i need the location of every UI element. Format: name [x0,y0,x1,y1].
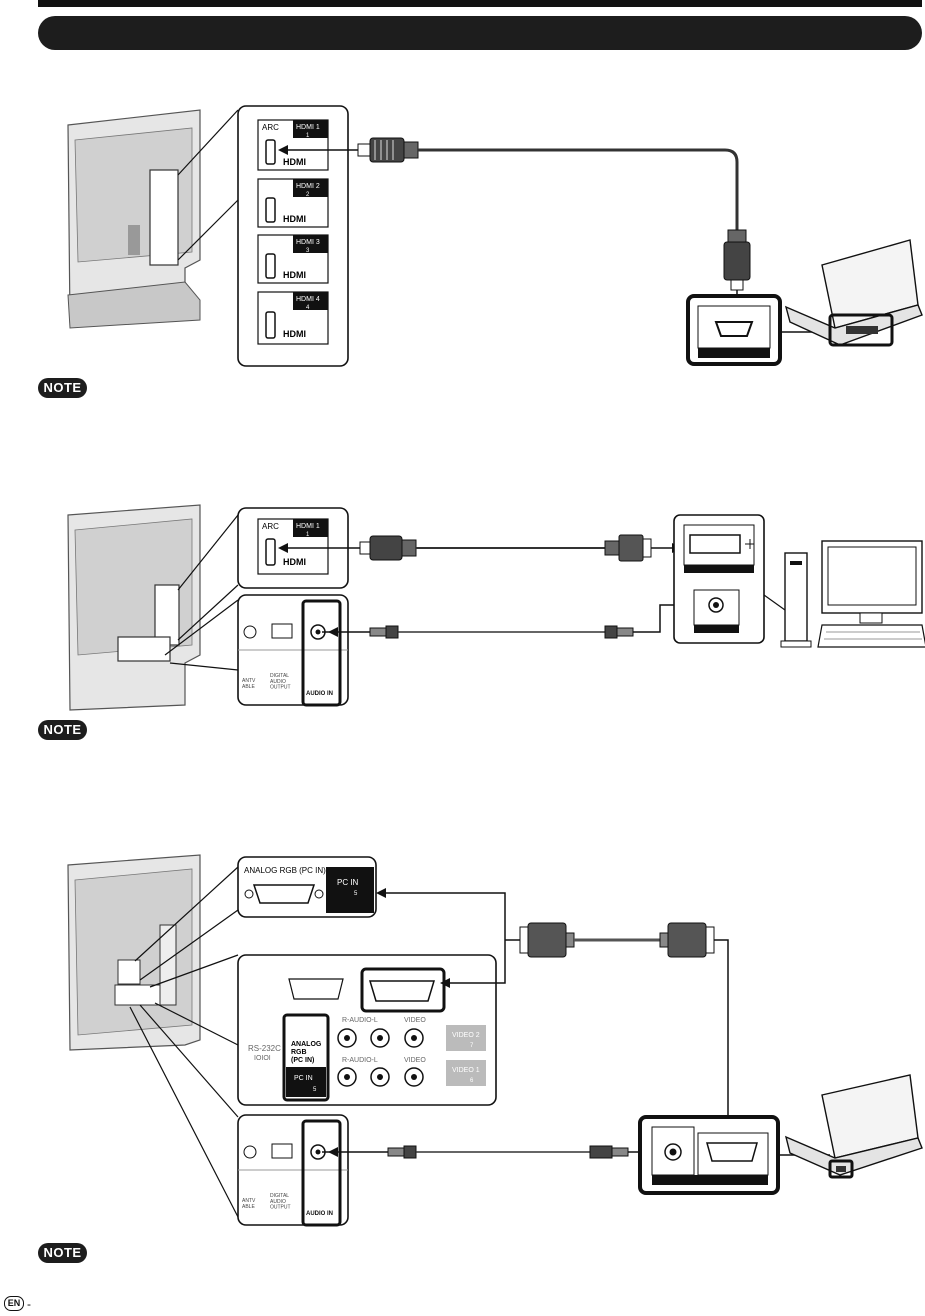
r-audio-l-label: R-AUDIO-L [342,1017,378,1024]
hdmi-port-3: HDMI 3 3 HDMI [258,235,328,283]
vga-port-icon [370,981,434,1001]
hdmi-tag: HDMI 1 [296,124,320,131]
tv-rear-panel [68,110,200,328]
hdmi-port-2: HDMI 2 2 HDMI [258,179,328,227]
hdmi-plug-icon [724,230,750,290]
desktop-tower-icon [781,553,811,647]
note-badge: NOTE [38,720,87,740]
audio-in-label: AUDIO IN [306,691,333,697]
language-badge: EN [4,1296,24,1311]
hdmi-logo: HDMI [283,329,306,339]
audio-plug-icon [370,626,398,638]
page-footer: EN - [4,1296,31,1311]
dvi-plug-icon [605,535,651,561]
analog-rgb-label: ANALOG RGB (PC IN) [244,866,326,875]
laptop-icon [786,1075,922,1177]
pc-in-tag: PC IN [294,1075,313,1082]
audio-in-label: AUDIO IN [306,1211,333,1217]
audio-plug-icon [605,626,633,638]
arc-label: ARC [262,123,279,132]
rs232c-sub: IOIOI [254,1055,271,1062]
r-audio-l-label: R-AUDIO-L [342,1057,378,1064]
video-tag: VIDEO 1 [452,1067,480,1074]
video-tag: VIDEO 2 [452,1032,480,1039]
hdmi-plug-icon [360,536,416,560]
arc-label: ARC [262,522,279,531]
vga-plug-icon [660,923,714,957]
vga-port-icon [254,885,314,903]
video-label: VIDEO [404,1057,426,1064]
audio-plug-icon [590,1146,628,1158]
hdmi-tag: HDMI 3 [296,239,320,246]
audio-plug-icon [388,1146,416,1158]
hdmi-tag: HDMI 2 [296,183,320,190]
vga-plug-icon [520,923,574,957]
hdmi-tag: HDMI 1 [296,523,320,530]
note-badge: NOTE [38,378,87,398]
pc-in-tag: PC IN [337,878,359,887]
note-badge: NOTE [38,1243,87,1263]
hdmi-port-4: HDMI 4 4 HDMI [258,292,328,344]
section-header-bar [38,16,922,50]
rs232c-label: RS-232C [248,1044,281,1053]
hdmi-connection-diagram: ARC HDMI 1 1 HDMI HDMI 2 2 HDMI HDMI 3 3… [0,100,925,375]
analog-rgb-connection-diagram: ANALOG RGB (PC IN) PC IN 5 RS-232C IOIOI… [0,855,925,1230]
hdmi-logo: HDMI [283,157,306,167]
hdmi-plug-icon [358,138,418,162]
video-label: VIDEO [404,1017,426,1024]
hdmi-port-1: ARC HDMI 1 1 HDMI [258,120,328,170]
tv-rear-panel [68,855,200,1050]
page-dash: - [27,1297,31,1311]
hdmi-port-1: ARC HDMI 1 1 HDMI [258,519,328,574]
hdmi-logo: HDMI [283,557,306,567]
hdmi-logo: HDMI [283,270,306,280]
monitor-icon [818,541,925,647]
top-rule [38,0,922,7]
hdmi-tag: HDMI 4 [296,296,320,303]
tv-rear-panel [68,505,200,710]
hdmi-logo: HDMI [283,214,306,224]
laptop-icon [786,240,922,345]
